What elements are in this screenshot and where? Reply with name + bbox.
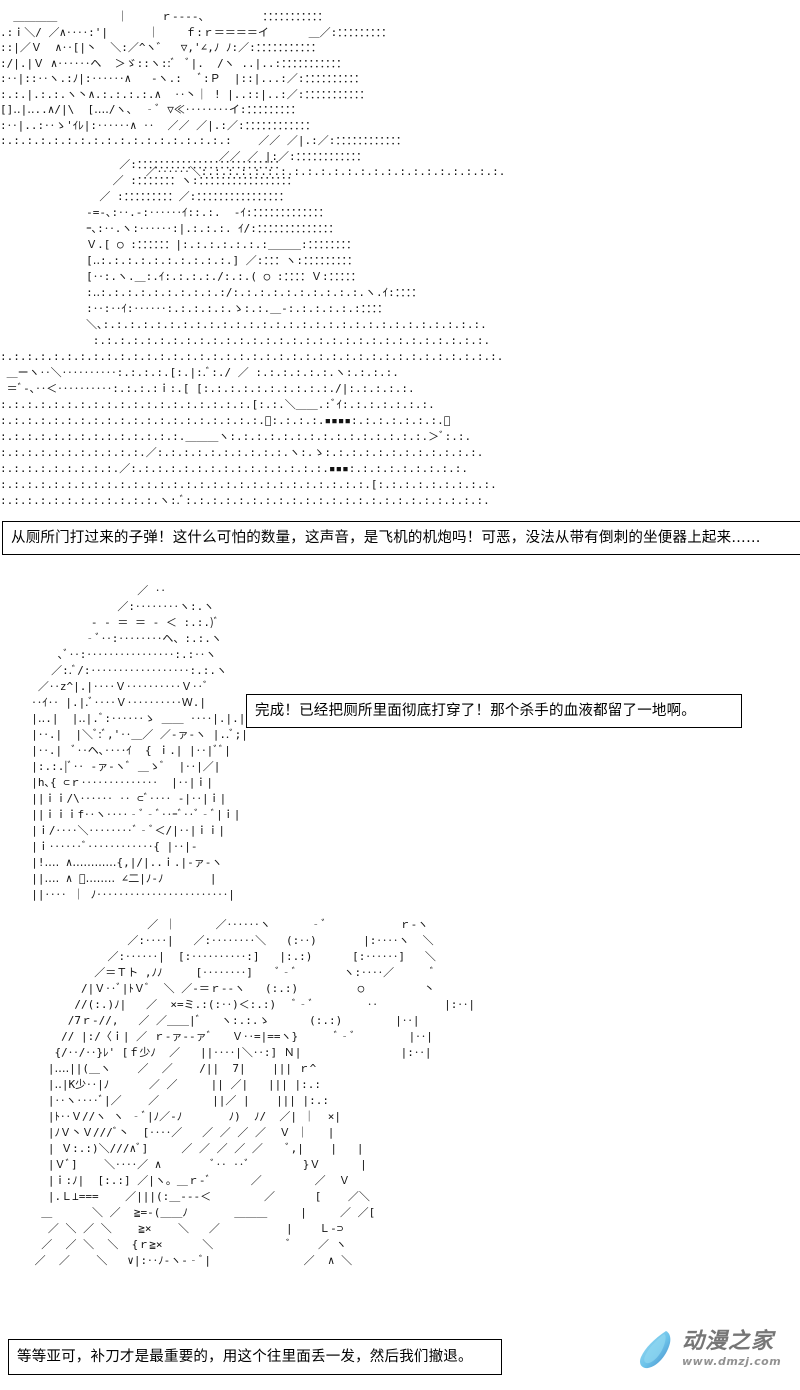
dmzj-watermark: 动漫之家 www.dmzj.com (636, 1320, 794, 1378)
dialogue-text-2: 完成！已经把厕所里面彻底打穿了！那个杀手的血液都留了一地啊。 (255, 703, 696, 719)
ascii-art-character-face: ／:：：：：：：：：：：：：：：：：：：：：：：：：：： ／ :：：：：：：：ヽ… (0, 158, 504, 507)
ascii-art-mecha-figure: ／ ｜ ／‥‥‥ヽ ‐ﾞ ｒ‐ヽ ／:‥‥| ／:‥‥‥‥＼ (:‥) |:‥‥… (34, 918, 475, 1267)
bubble-frame: 完成！已经把厕所里面彻底打穿了！那个杀手的血液都留了一地啊。 (246, 694, 742, 728)
ascii-art-toilet-bullets: ＿＿＿＿ ｜ ｒ‐‐‐‐、 ：：：：：：：：：：： .:ｉ＼/ ／∧‥‥:'| … (0, 10, 506, 178)
bubble-frame: 等等亚可，补刀才是最重要的，用这个往里面丢一发，然后我们撤退。 (8, 1339, 502, 1375)
dialogue-bubble-3: 等等亚可，补刀才是最重要的，用这个往里面丢一发，然后我们撤退。 (8, 1339, 505, 1378)
watermark-brand: 动漫之家 (682, 1329, 775, 1354)
dialogue-bubble-2: 完成！已经把厕所里面彻底打穿了！那个杀手的血液都留了一地啊。 (246, 694, 745, 731)
watermark-url: www.dmzj.com (682, 1355, 782, 1368)
wing-icon (639, 1331, 671, 1369)
dialogue-bubble-1: 从厕所门打过来的子弹！这什么可怕的数量，这声音，是飞机的机炮吗！可恶，没法从带有… (2, 521, 800, 558)
dialogue-text-3: 等等亚可，补刀才是最重要的，用这个往里面丢一发，然后我们撤退。 (17, 1349, 473, 1365)
bubble-frame: 从厕所门打过来的子弹！这什么可怕的数量，这声音，是飞机的机炮吗！可恶，没法从带有… (2, 521, 800, 555)
dialogue-text-1: 从厕所门打过来的子弹！这什么可怕的数量，这声音，是飞机的机炮吗！可恶，没法从带有… (11, 530, 761, 546)
watermark-text: 动漫之家 www.dmzj.com (682, 1329, 782, 1368)
ascii-art-girl-sitting: ／ ‥ ／:‥‥‥‥ヽ:.ヽ ‐ ‐ ＝ ＝ ‐ ＜ :.:.)ﾞ ‐ﾞ‥:‥‥… (31, 584, 248, 901)
